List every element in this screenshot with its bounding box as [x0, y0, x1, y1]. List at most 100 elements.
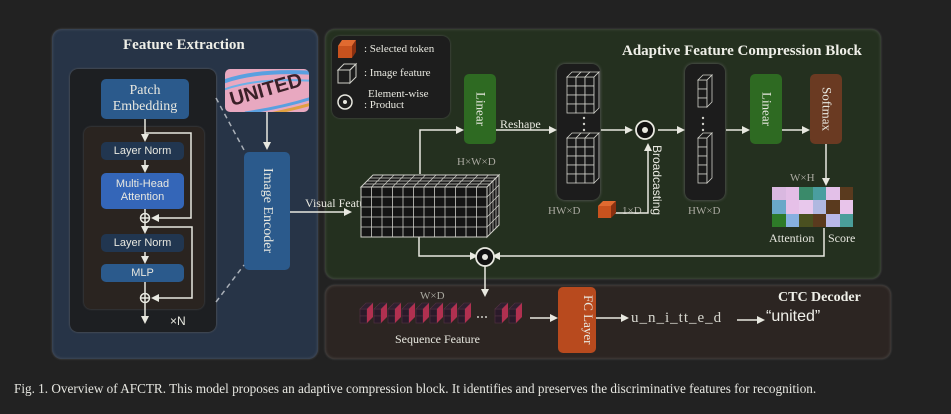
hw-d-right-stack-top — [697, 79, 708, 90]
arrow-broadcast — [612, 143, 652, 214]
sequence-token — [359, 308, 368, 317]
linear-2-box: Linear — [750, 74, 782, 144]
hw-d-left-stack-bottom — [575, 155, 586, 166]
sequence-token — [508, 308, 517, 317]
hw-d-right-label: HW×D — [688, 205, 721, 217]
hw-d-left-stack-bottom — [575, 173, 586, 184]
hw-d-left-stack-top — [584, 94, 595, 105]
sequence-token — [457, 315, 466, 324]
sequence-token — [494, 308, 503, 317]
product-icons — [337, 94, 655, 267]
mlp-box: MLP — [101, 264, 184, 282]
feature-extraction-title: Feature Extraction — [123, 37, 245, 53]
sequence-token — [401, 308, 410, 317]
hw-d-left-stack-top — [584, 76, 595, 87]
hw-d-left-stack-top — [566, 85, 577, 96]
ellipsis-dot — [701, 122, 705, 126]
feature-shapes — [359, 71, 713, 324]
attention-cell — [785, 213, 799, 227]
sequence-token — [457, 308, 466, 317]
hwd-label: H×W×D — [457, 156, 496, 168]
attention-cell — [772, 187, 786, 201]
mlp-label: MLP — [131, 266, 154, 279]
hw-d-left-stack-top — [566, 76, 577, 87]
layer-norm-2-box: Layer Norm — [101, 234, 184, 252]
fc-layer-box: FC Layer — [558, 287, 596, 353]
linear-2-label: Linear — [759, 92, 775, 126]
hw-d-left-stack-top — [575, 103, 586, 114]
wd-label: W×D — [420, 290, 445, 302]
sequence-token — [508, 315, 517, 324]
reshape-label: Reshape — [500, 117, 541, 131]
arrow-attention-back — [492, 228, 825, 260]
hw-d-left-stack-bottom — [584, 155, 595, 166]
ellipsis-dot — [582, 128, 586, 132]
hw-d-right-stack-bottom — [697, 173, 708, 184]
layer-norm-2-label: Layer Norm — [113, 236, 172, 249]
ellipsis-dot — [701, 116, 705, 120]
selected-token — [598, 206, 611, 218]
legend-token-icon — [338, 40, 356, 58]
softmax-label: Softmax — [819, 86, 835, 132]
attention-cell — [772, 213, 786, 227]
attention-cell — [826, 200, 840, 214]
ellipsis-dot — [582, 116, 586, 120]
hw-d-left-stack-bottom — [584, 137, 595, 148]
attention-score-grid — [772, 187, 853, 227]
residual-2 — [145, 226, 193, 302]
arrow-to-linear1 — [419, 126, 464, 174]
hw-d-left-label: HW×D — [548, 205, 581, 217]
softmax-box: Softmax — [810, 74, 842, 144]
sequence-token — [494, 315, 503, 324]
afc-block-title: Adaptive Feature Compression Block — [622, 43, 862, 59]
attention-cell — [785, 200, 799, 214]
multi-head-attention-box: Multi-Head Attention — [101, 173, 184, 209]
sequence-token — [443, 315, 452, 324]
attention-cell — [799, 187, 813, 201]
hw-d-left-stack-top — [575, 85, 586, 96]
sequence-token — [387, 315, 396, 324]
attention-cell — [772, 200, 786, 214]
hw-d-right-stack-bottom — [697, 164, 708, 175]
selected-token-top — [598, 201, 616, 206]
repeat-n-label: ×N — [170, 314, 186, 328]
attention-cell — [839, 200, 853, 214]
ellipsis-dot — [701, 128, 705, 132]
attention-cell — [826, 187, 840, 201]
sequence-token — [401, 315, 410, 324]
sequence-token — [373, 308, 382, 317]
input-image: UNITED — [225, 69, 309, 112]
dashed-bottom — [215, 264, 245, 303]
sequence-feature-label: Sequence Feature — [395, 332, 480, 346]
hw-d-left-stack-bottom — [584, 146, 595, 157]
broadcasting-label: Broadcasting — [650, 145, 664, 216]
linear-1-label: Linear — [473, 92, 489, 126]
sequence-token — [415, 308, 424, 317]
sequence-token — [429, 308, 438, 317]
sequence-token — [429, 315, 438, 324]
sequence-token — [443, 308, 452, 317]
patch-embedding-box: Patch Embedding — [101, 79, 189, 119]
image-encoder-label: Image Encoder — [260, 168, 276, 254]
hw-d-left-stack-top — [584, 85, 595, 96]
layer-norm-1-label: Layer Norm — [113, 144, 172, 157]
linear-1-box: Linear — [464, 74, 496, 144]
legend-product-icon — [337, 94, 353, 110]
final-output-label: “united” — [766, 308, 821, 325]
legend-selected-token: : Selected token — [364, 43, 435, 55]
score-label: Score — [828, 231, 856, 245]
sequence-ellipsis-dot — [477, 316, 479, 318]
hw-d-left-stack-bottom — [575, 146, 586, 157]
residual-1 — [145, 132, 192, 222]
legend-image-feature: : Image feature — [364, 67, 431, 79]
sequence-token — [373, 315, 382, 324]
ctc-output-label: u_n_i_tt_e_d — [631, 310, 723, 326]
hw-d-right-stack-bottom — [697, 137, 708, 148]
hw-d-left-stack-bottom — [584, 164, 595, 175]
hw-d-left-stack-bottom — [566, 146, 577, 157]
hw-d-left-stack-bottom — [566, 155, 577, 166]
hw-d-left-stack-top — [566, 103, 577, 114]
attention-cell — [839, 213, 853, 227]
attention-cell — [839, 187, 853, 201]
